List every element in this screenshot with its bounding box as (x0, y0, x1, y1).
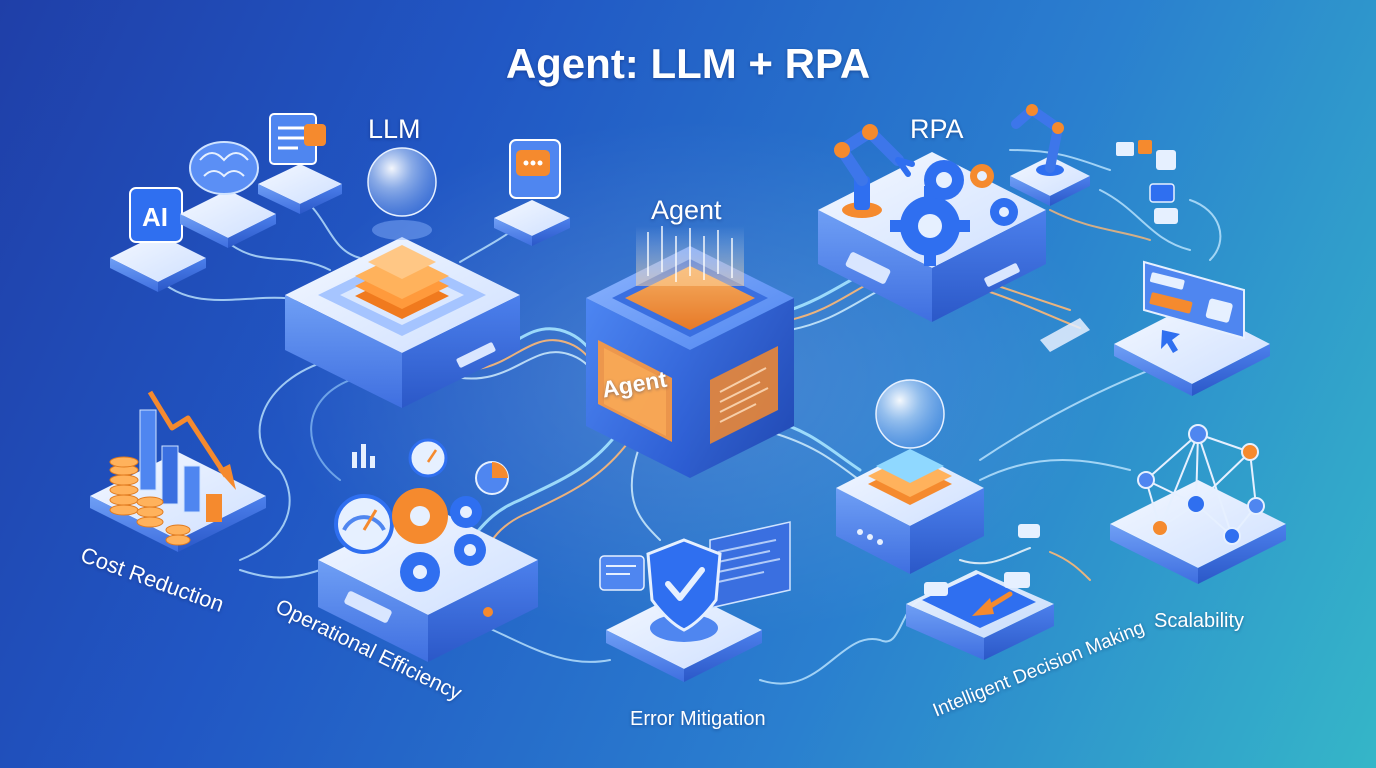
document-icon (258, 113, 342, 214)
page-title: Agent: LLM + RPA (505, 40, 871, 87)
glass-sphere-icon (875, 379, 945, 449)
cost-reduction-node (90, 390, 266, 552)
glass-sphere-icon (367, 147, 437, 217)
bar-chart-icon (352, 444, 375, 468)
agent-label: Agent (651, 195, 722, 225)
svg-text:AI: AI (142, 202, 168, 232)
llm-label: LLM (368, 114, 421, 144)
rpa-label: RPA (910, 114, 964, 144)
shield-check-icon (646, 538, 722, 632)
rpa-output-panel (1040, 318, 1090, 352)
network-nodes (1137, 424, 1265, 545)
workflow-icon (1116, 140, 1178, 224)
gauge-icon (334, 494, 394, 554)
scalability-node (1110, 424, 1286, 584)
code-window-icon (1114, 260, 1270, 396)
gear-icon (890, 160, 1018, 266)
chat-bubble-icon (494, 139, 570, 246)
decision-flow-node (906, 524, 1054, 660)
error-mitigation-node (599, 521, 791, 682)
agent-cube (586, 226, 794, 478)
error-mitigation-label: Error Mitigation (630, 708, 766, 730)
llm-platform (285, 147, 520, 408)
llm-cluster: AI (110, 113, 570, 408)
cursor-icon (1161, 330, 1180, 353)
pie-chart-icon (475, 461, 509, 495)
robot-arm-icon (1010, 103, 1090, 206)
gauge-icon (408, 438, 448, 478)
scalability-label: Scalability (1154, 610, 1245, 632)
rpa-cluster (818, 103, 1270, 396)
gear-icon (392, 488, 486, 592)
brain-icon (180, 141, 276, 248)
decision-hub (836, 379, 984, 574)
ai-chip-icon: AI (110, 187, 206, 292)
robot-arm-icon (833, 124, 915, 218)
operational-efficiency-node (318, 438, 538, 662)
